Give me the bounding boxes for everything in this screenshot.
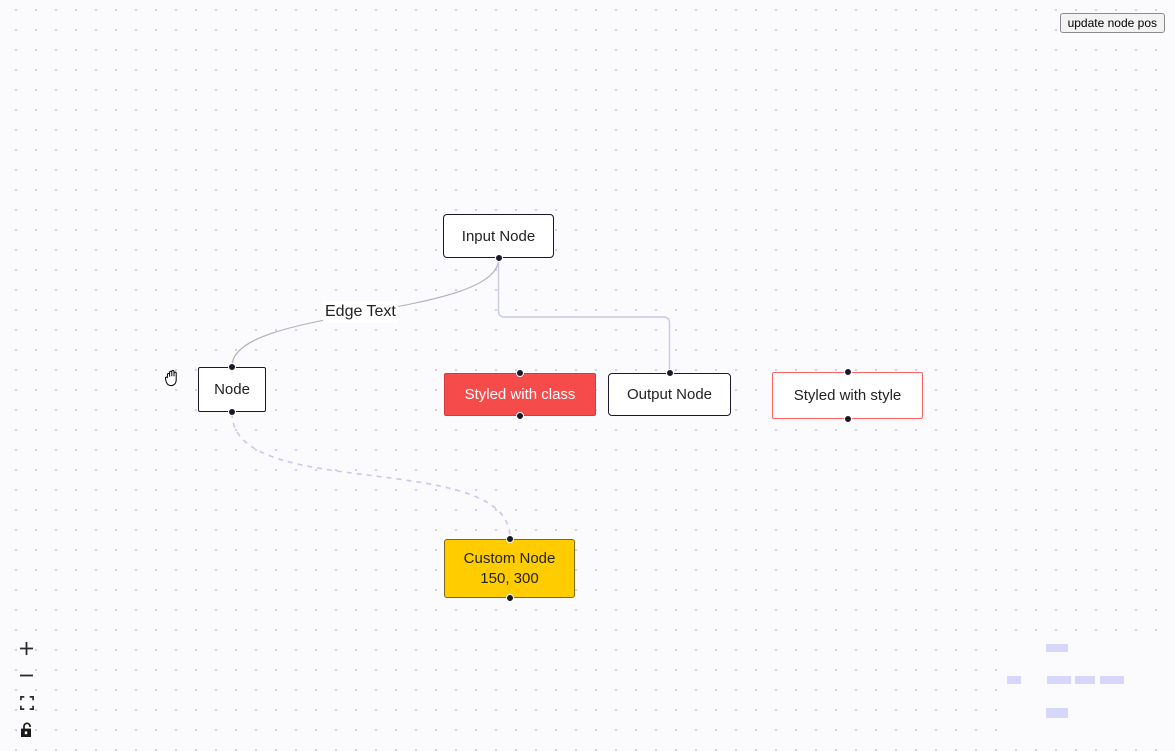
- lock-icon: [20, 722, 31, 737]
- minus-icon: [20, 674, 33, 677]
- handle-target-top[interactable]: [665, 369, 674, 377]
- handle-target-top[interactable]: [516, 369, 524, 377]
- minimap[interactable]: [1005, 636, 1165, 741]
- edge-label-text: Edge Text: [323, 301, 398, 323]
- minimap-node: [1075, 676, 1095, 684]
- minimap-node: [1046, 644, 1068, 652]
- node-input-node-label: Input Node: [461, 227, 536, 245]
- handle-source-bottom[interactable]: [228, 408, 236, 416]
- handle-source-bottom[interactable]: [843, 415, 852, 423]
- controls-panel: [14, 635, 39, 743]
- update-node-pos-button[interactable]: update node pos: [1059, 13, 1165, 33]
- zoom-out-button[interactable]: [14, 662, 39, 689]
- handle-source-bottom[interactable]: [505, 594, 514, 602]
- node-custom-node-position: 150, 300: [480, 569, 539, 587]
- node-custom-node-title: Custom Node: [463, 549, 556, 567]
- node-output-node-label: Output Node: [626, 386, 713, 403]
- handle-source-bottom[interactable]: [494, 254, 503, 262]
- handle-target-top[interactable]: [843, 368, 852, 376]
- minimap-node: [1007, 676, 1021, 684]
- grab-cursor: [165, 370, 177, 387]
- node-styled-with-style[interactable]: Styled with style: [772, 368, 923, 423]
- edge-input-to-output[interactable]: [497, 259, 671, 372]
- minimap-node: [1047, 676, 1071, 684]
- node-output-node[interactable]: Output Node: [608, 369, 731, 416]
- zoom-in-button[interactable]: [14, 635, 39, 662]
- node-custom-node[interactable]: Custom Node 150, 300: [444, 535, 575, 602]
- edge-node-to-custom[interactable]: [231, 412, 511, 539]
- node-node-label: Node: [214, 381, 250, 398]
- toggle-interactivity-button[interactable]: [14, 716, 39, 743]
- handle-target-top[interactable]: [228, 363, 236, 371]
- panel-top-right: update node pos: [1059, 13, 1165, 33]
- minimap-node: [1100, 676, 1124, 684]
- fit-view-icon: [19, 695, 34, 710]
- node-input-node[interactable]: Input Node: [443, 214, 554, 262]
- handle-target-top[interactable]: [505, 535, 514, 543]
- node-styled-with-class[interactable]: Styled with class: [444, 369, 596, 420]
- handle-source-bottom[interactable]: [516, 412, 524, 420]
- fit-view-button[interactable]: [14, 689, 39, 716]
- node-node[interactable]: Node: [198, 363, 266, 416]
- minimap-node: [1046, 708, 1068, 718]
- node-styled-with-class-label: Styled with class: [464, 386, 576, 403]
- plus-icon: [20, 642, 33, 655]
- node-styled-with-style-label: Styled with style: [793, 387, 902, 404]
